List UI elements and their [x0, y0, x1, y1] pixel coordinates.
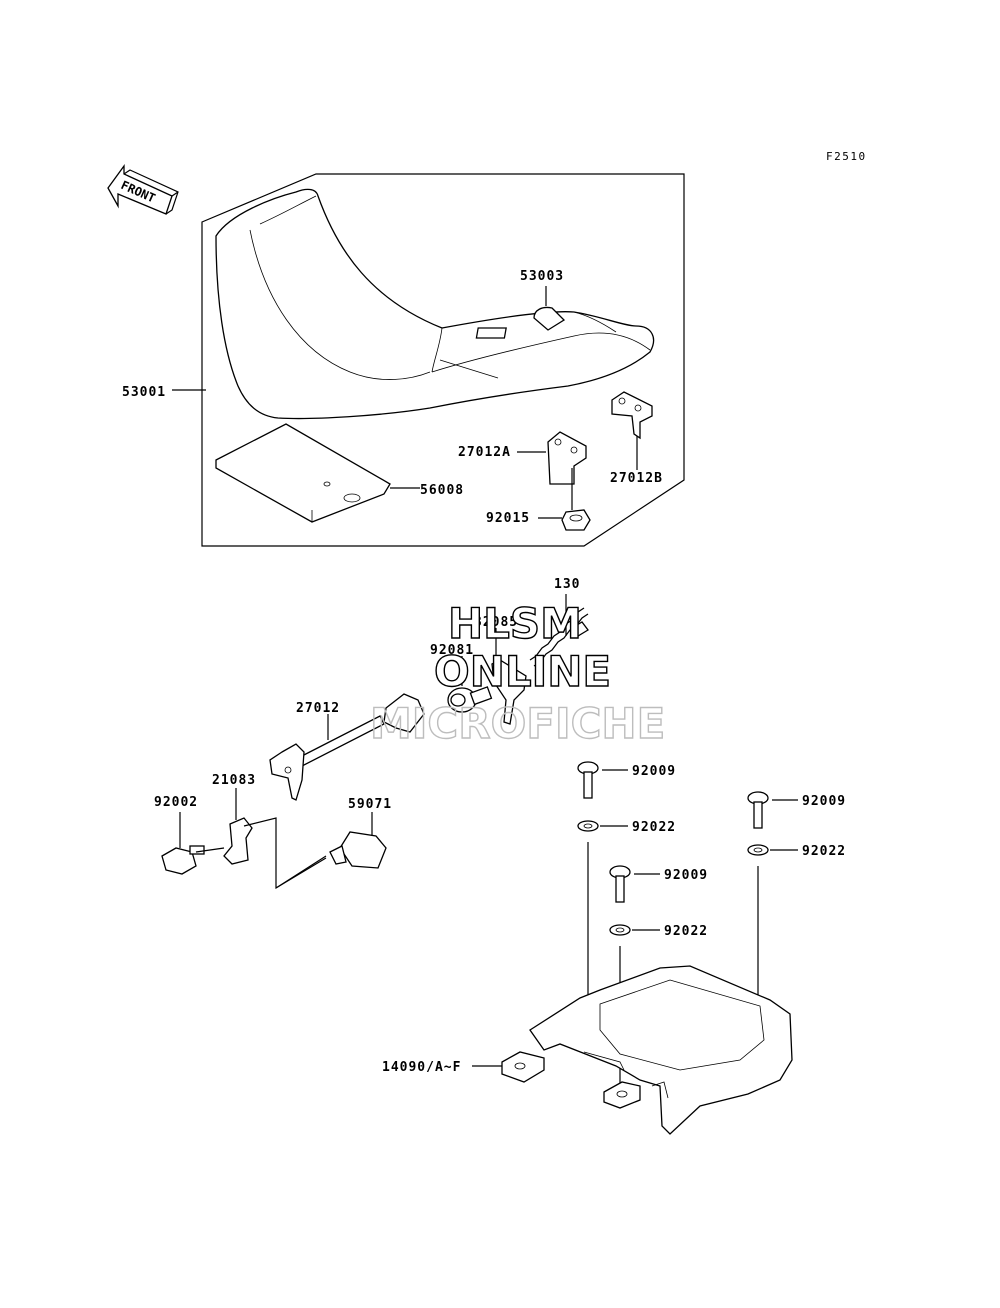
part-92015-nut [561, 509, 591, 531]
label-130: 130 [554, 577, 580, 592]
part-92022-washer-c [747, 844, 769, 856]
watermark-line3: MICROFICHE [370, 699, 665, 748]
part-21083-bracket [223, 817, 253, 865]
part-92009-screw-b [609, 865, 631, 903]
label-92022-c: 92022 [802, 844, 846, 859]
part-14090-cover [501, 965, 793, 1135]
seat-illustration [215, 188, 655, 420]
label-92009-b: 92009 [664, 868, 708, 883]
label-92009-a: 92009 [632, 764, 676, 779]
watermark-line2: ONLINE [434, 647, 611, 696]
part-59071-cylinder [275, 831, 387, 889]
part-92009-screw-a [577, 761, 599, 799]
label-59071: 59071 [348, 797, 392, 812]
label-14090: 14090/A~F [382, 1060, 461, 1075]
label-92002: 92002 [154, 795, 198, 810]
part-130-spring [529, 607, 589, 667]
label-92022-a: 92022 [632, 820, 676, 835]
seat-assembly-frame [201, 173, 685, 547]
label-32085: 32085 [474, 615, 518, 630]
label-92022-b: 92022 [664, 924, 708, 939]
part-27012A-bracket [547, 431, 587, 485]
label-92081: 92081 [430, 643, 474, 658]
part-92022-washer-a [577, 820, 599, 832]
label-21083: 21083 [212, 773, 256, 788]
watermark-line1: HLSM [448, 599, 582, 648]
part-92009-screw-c [747, 791, 769, 829]
front-arrow-icon: FRONT [107, 164, 179, 215]
part-92081-collar [447, 686, 493, 713]
part-56008-plate [215, 423, 391, 523]
label-92015: 92015 [486, 511, 530, 526]
label-27012: 27012 [296, 701, 340, 716]
label-27012B: 27012B [610, 471, 663, 486]
label-92009-c: 92009 [802, 794, 846, 809]
part-92022-washer-b [609, 924, 631, 936]
part-27012B-bracket [611, 391, 653, 440]
label-53003: 53003 [520, 269, 564, 284]
part-27012-rod [269, 693, 425, 801]
label-56008: 56008 [420, 483, 464, 498]
figure-code: F2510 [826, 150, 867, 163]
part-92002-bolt [161, 845, 225, 875]
label-27012A: 27012A [458, 445, 511, 460]
part-32085-lever [491, 659, 527, 725]
label-53001: 53001 [122, 385, 166, 400]
